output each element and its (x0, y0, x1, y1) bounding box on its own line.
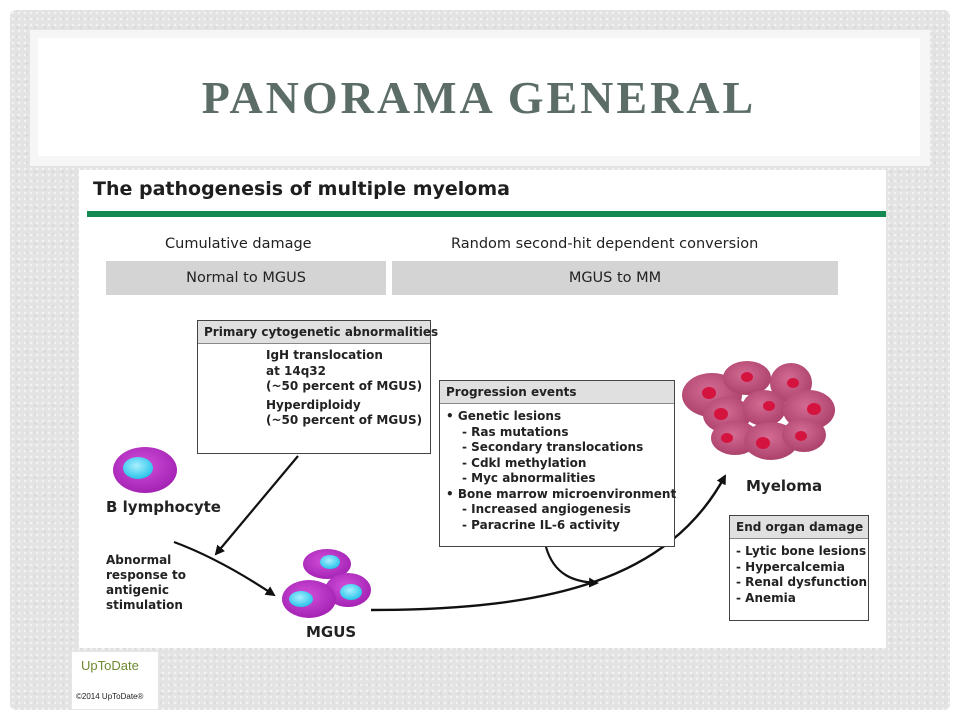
arrow-primary-to-mgus (214, 455, 299, 556)
stage-heading-conversion: Random second-hit dependent conversion (451, 236, 759, 252)
abnormal-response-line: response to (106, 568, 187, 582)
myeloma-cells-icon (682, 361, 835, 460)
stage-bar-mgus-to-mm: MGUS to MM (392, 261, 838, 295)
title-rule (87, 211, 886, 217)
end-organ-line: - Lytic bone lesions (736, 544, 867, 558)
primary-abnormalities-box: Primary cytogenetic abnormalities IgH tr… (197, 320, 438, 454)
primary-box-header: Primary cytogenetic abnormalities (198, 321, 438, 344)
progression-line: - Secondary translocations (462, 440, 644, 454)
progression-events-box: Progression events • Genetic lesions - R… (439, 380, 677, 547)
progression-line: - Increased angiogenesis (462, 502, 631, 516)
mgus-cells-icon (282, 549, 371, 618)
figure-title: The pathogenesis of multiple myeloma (93, 178, 510, 200)
abnormal-response-line: antigenic (106, 583, 169, 597)
b-lymphocyte-label: B lymphocyte (106, 498, 221, 516)
slide-title: PANORAMA GENERAL (201, 71, 757, 123)
title-frame: PANORAMA GENERAL (30, 30, 930, 166)
progression-line: - Ras mutations (462, 424, 569, 439)
end-organ-box-header: End organ damage (730, 516, 868, 539)
progression-line: - Myc abnormalities (462, 471, 596, 485)
primary-line: (~50 percent of MGUS) (266, 413, 423, 427)
primary-line: IgH translocation (266, 348, 383, 362)
progression-box-header: Progression events (440, 381, 674, 404)
b-lymphocyte-cell-icon (113, 447, 177, 493)
progression-line: • Bone marrow microenvironment (446, 486, 677, 501)
copyright-text: ©2014 UpToDate® (76, 692, 144, 701)
end-organ-line: - Renal dysfunction (736, 575, 868, 589)
stage-bar-normal-to-mgus: Normal to MGUS (106, 261, 386, 295)
primary-line: at 14q32 (266, 363, 326, 378)
abnormal-response-line: Abnormal (106, 553, 172, 567)
primary-line: (~50 percent of MGUS) (266, 379, 423, 393)
end-organ-damage-box: End organ damage - Lytic bone lesions - … (729, 515, 869, 621)
pathogenesis-figure: The pathogenesis of multiple myeloma Cum… (79, 170, 886, 648)
abnormal-response-line: stimulation (106, 598, 183, 612)
uptodate-logo: UpToDate ©2014 UpToDate® (71, 651, 159, 710)
primary-line: Hyperdiploidy (266, 397, 361, 412)
progression-line: - Paracrine IL-6 activity (462, 517, 620, 532)
end-organ-line: - Anemia (736, 590, 796, 605)
myeloma-label: Myeloma (746, 477, 823, 495)
primary-box-body: IgH translocation at 14q32 (~50 percent … (198, 344, 430, 429)
figure-graphics (113, 361, 835, 618)
arrow-blymphocyte-to-mgus (173, 540, 276, 597)
mgus-label: MGUS (306, 623, 357, 641)
end-organ-box-body: - Lytic bone lesions - Hypercalcemia - R… (730, 539, 868, 606)
end-organ-line: - Hypercalcemia (736, 559, 845, 574)
stage-heading-cumulative: Cumulative damage (165, 236, 312, 252)
progression-line: • Genetic lesions (446, 409, 562, 423)
abnormal-response-label: Abnormal response to antigenic stimulati… (106, 553, 186, 613)
arrow-progression (544, 546, 599, 588)
progression-line: - Cdkl methylation (462, 455, 587, 470)
progression-box-body: • Genetic lesions - Ras mutations - Seco… (440, 404, 677, 533)
title-panel: PANORAMA GENERAL (38, 38, 920, 156)
logo-wordmark: UpToDate (81, 658, 139, 673)
